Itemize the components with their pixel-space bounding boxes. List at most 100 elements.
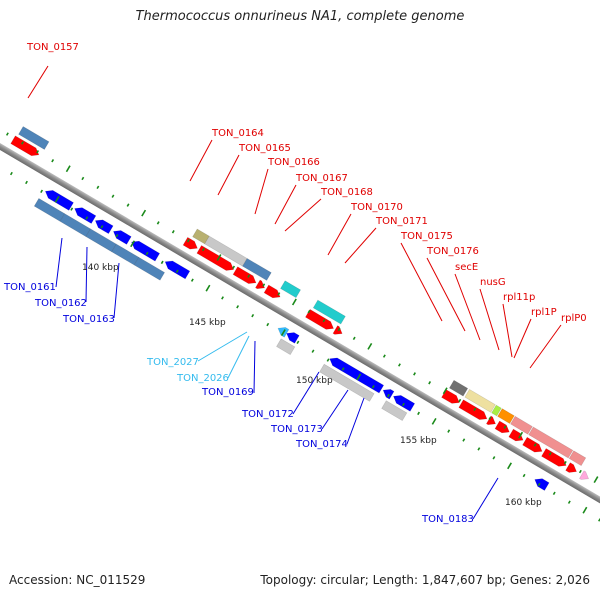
- tick-mark-inner: [552, 491, 556, 496]
- gene-feature[interactable]: [43, 187, 74, 211]
- gene-feature[interactable]: [276, 338, 296, 356]
- tick-mark-inner: [175, 269, 179, 273]
- tick-mark-inner: [537, 482, 541, 487]
- gene-label[interactable]: TON_0168: [320, 187, 373, 198]
- gene-label[interactable]: TON_2026: [176, 373, 229, 384]
- gene-feature[interactable]: [129, 238, 161, 262]
- tick-mark-outer: [216, 254, 222, 261]
- gene-feature[interactable]: [93, 217, 114, 235]
- label-leader-line: [426, 257, 466, 332]
- gene-feature[interactable]: [284, 329, 300, 344]
- gene-feature[interactable]: [565, 462, 579, 476]
- label-leader-line: [253, 340, 256, 394]
- gene-feature[interactable]: [494, 420, 512, 436]
- gene-feature[interactable]: [312, 299, 346, 325]
- label-leader-line: [529, 324, 562, 369]
- gene-label[interactable]: TON_0164: [211, 128, 264, 139]
- tick-mark-inner: [402, 402, 405, 407]
- gene-feature[interactable]: [163, 258, 191, 280]
- gene-feature[interactable]: [232, 266, 258, 287]
- tick-mark-inner: [356, 373, 362, 381]
- gene-label[interactable]: rplP0: [561, 313, 587, 324]
- gene-feature[interactable]: [182, 236, 200, 252]
- genome-summary-text: Topology: circular; Length: 1,847,607 bp…: [260, 573, 590, 587]
- gene-label[interactable]: TON_0161: [3, 282, 56, 293]
- label-leader-line: [327, 213, 352, 256]
- gene-label[interactable]: TON_0166: [267, 157, 320, 168]
- tick-mark-inner: [251, 313, 255, 318]
- gene-feature[interactable]: [568, 450, 587, 467]
- gene-feature[interactable]: [510, 415, 533, 435]
- tick-mark-outer: [503, 425, 507, 429]
- gene-feature[interactable]: [305, 308, 335, 332]
- gene-label[interactable]: nusG: [480, 277, 506, 288]
- gene-label[interactable]: TON_0169: [201, 387, 254, 398]
- gene-feature[interactable]: [441, 389, 462, 407]
- gene-feature[interactable]: [532, 476, 550, 491]
- gene-label[interactable]: secE: [455, 262, 478, 273]
- gene-feature[interactable]: [263, 284, 282, 301]
- gene-label[interactable]: TON_0172: [241, 409, 294, 420]
- gene-feature[interactable]: [18, 126, 50, 150]
- gene-feature[interactable]: [280, 280, 301, 299]
- gene-label[interactable]: TON_0173: [270, 424, 323, 435]
- gene-label[interactable]: TON_0157: [26, 42, 79, 53]
- gene-feature[interactable]: [85, 228, 117, 253]
- gene-label[interactable]: TON_0176: [426, 246, 479, 257]
- gene-feature[interactable]: [242, 258, 272, 281]
- gene-label[interactable]: rpl1P: [531, 307, 557, 318]
- tick-mark-outer: [488, 416, 492, 420]
- gene-label[interactable]: TON_0167: [295, 173, 348, 184]
- gene-feature[interactable]: [255, 279, 266, 292]
- gene-feature[interactable]: [464, 388, 496, 413]
- gene-feature[interactable]: [381, 400, 408, 422]
- gene-label[interactable]: TON_0170: [350, 202, 403, 213]
- gene-feature[interactable]: [541, 448, 569, 469]
- gene-feature[interactable]: [381, 386, 395, 400]
- gene-label[interactable]: TON_0183: [421, 514, 474, 525]
- gene-feature[interactable]: [497, 408, 515, 424]
- tick-mark-outer: [156, 221, 160, 225]
- scale-label: 155 kbp: [400, 436, 437, 446]
- tick-mark-inner: [205, 284, 211, 292]
- tick-mark-outer: [65, 165, 71, 173]
- gene-label[interactable]: TON_0165: [238, 143, 291, 154]
- gene-feature[interactable]: [319, 363, 375, 402]
- scale-label: 140 kbp: [82, 263, 119, 273]
- gene-feature[interactable]: [491, 404, 502, 417]
- label-leader-line: [217, 154, 240, 196]
- gene-label[interactable]: TON_2027: [146, 357, 199, 368]
- gene-feature[interactable]: [111, 227, 132, 245]
- gene-label[interactable]: TON_0163: [62, 314, 115, 325]
- gene-label[interactable]: TON_0171: [375, 216, 428, 227]
- label-leader-line: [55, 237, 63, 288]
- map-title: Thermococcus onnurineus NA1, complete ge…: [135, 9, 465, 24]
- tick-mark-inner: [25, 180, 28, 185]
- gene-feature[interactable]: [528, 426, 574, 459]
- tick-mark-outer: [232, 265, 236, 269]
- gene-feature[interactable]: [579, 470, 590, 483]
- gene-label[interactable]: TON_0175: [400, 231, 453, 242]
- gene-feature[interactable]: [196, 245, 236, 273]
- gene-feature[interactable]: [332, 325, 344, 338]
- label-leader-line: [27, 65, 49, 99]
- gene-feature[interactable]: [522, 436, 545, 455]
- gene-feature[interactable]: [10, 135, 41, 159]
- gene-label[interactable]: TON_0174: [295, 439, 348, 450]
- tick-mark-inner: [70, 207, 74, 211]
- gene-label[interactable]: TON_0162: [34, 298, 87, 309]
- gene-feature[interactable]: [458, 399, 489, 423]
- tick-mark-inner: [190, 278, 194, 282]
- tick-mark-outer: [473, 407, 477, 412]
- tick-mark-outer: [201, 247, 205, 252]
- gene-feature[interactable]: [448, 379, 469, 397]
- gene-feature[interactable]: [72, 205, 97, 224]
- gene-feature[interactable]: [485, 415, 497, 428]
- tick-mark-outer: [81, 176, 85, 181]
- gene-feature[interactable]: [327, 355, 385, 394]
- tick-mark-inner: [326, 358, 330, 362]
- tick-mark-inner: [311, 349, 315, 353]
- gene-feature[interactable]: [133, 256, 166, 281]
- gene-label[interactable]: rpl11p: [503, 292, 535, 303]
